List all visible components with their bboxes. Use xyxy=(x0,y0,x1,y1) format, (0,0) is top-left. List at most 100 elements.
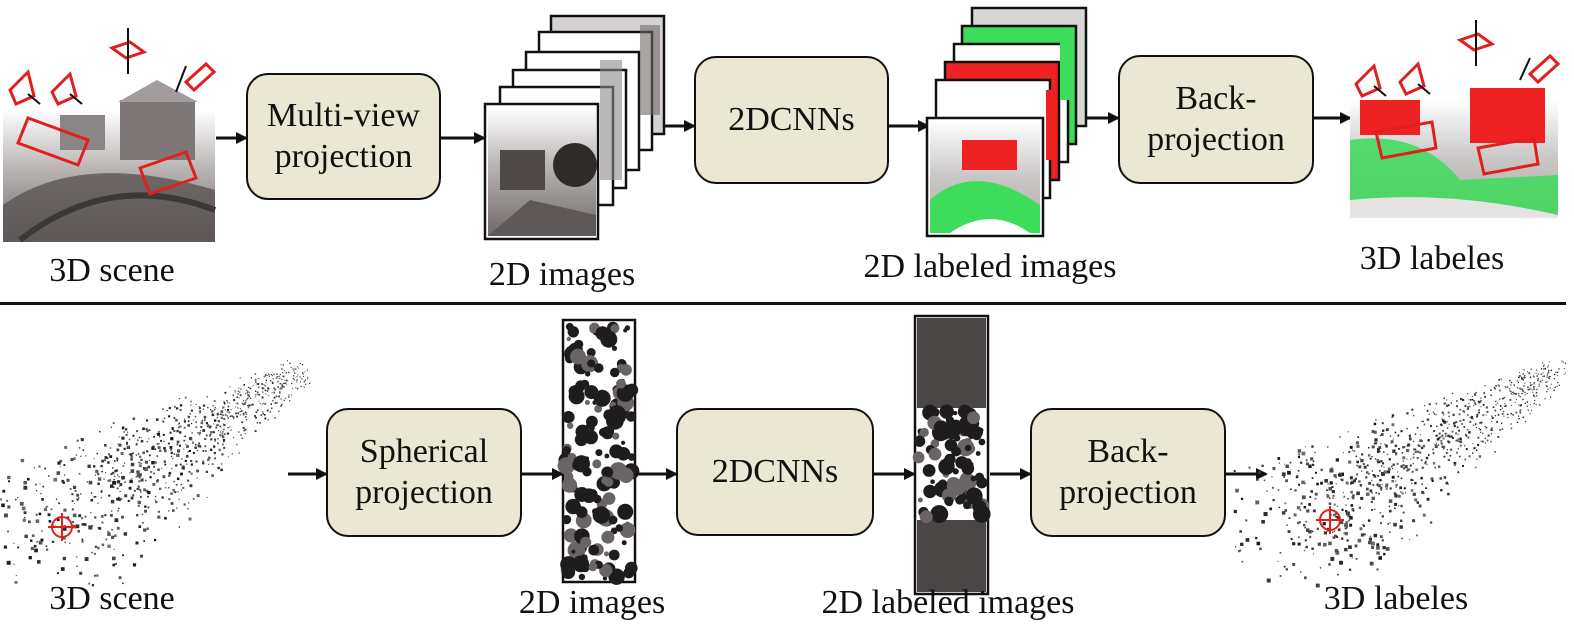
point xyxy=(1345,504,1347,506)
point xyxy=(1312,509,1316,513)
point xyxy=(190,460,193,463)
point xyxy=(1478,401,1481,404)
point xyxy=(1410,458,1412,460)
point xyxy=(176,407,179,410)
point xyxy=(30,539,33,542)
point xyxy=(121,427,125,430)
point xyxy=(1513,392,1515,395)
point xyxy=(1507,416,1509,419)
point xyxy=(1350,480,1355,484)
point xyxy=(1388,499,1393,503)
point xyxy=(224,414,227,416)
point xyxy=(1474,394,1477,396)
point xyxy=(110,514,113,517)
texture-blob xyxy=(620,514,625,519)
point xyxy=(1400,465,1403,468)
point xyxy=(1535,395,1538,397)
point xyxy=(171,468,173,470)
point xyxy=(1465,433,1467,436)
point xyxy=(1400,491,1402,493)
point xyxy=(1287,530,1291,533)
point xyxy=(1554,374,1556,376)
point xyxy=(198,444,201,448)
point xyxy=(1548,377,1550,380)
point xyxy=(86,481,88,483)
point xyxy=(64,445,68,449)
point xyxy=(1371,479,1373,481)
point xyxy=(1316,482,1319,486)
point xyxy=(272,399,274,402)
point xyxy=(1504,397,1506,399)
point xyxy=(72,485,77,489)
point xyxy=(1535,392,1538,394)
point xyxy=(1352,494,1355,497)
point xyxy=(1351,449,1354,452)
point xyxy=(72,521,74,523)
texture-blob xyxy=(949,419,963,433)
point xyxy=(223,401,226,403)
point xyxy=(1426,463,1428,466)
point xyxy=(93,552,96,555)
point xyxy=(224,391,227,394)
point xyxy=(277,381,279,383)
point xyxy=(71,508,74,511)
point xyxy=(1529,372,1531,374)
point xyxy=(1401,492,1404,495)
point xyxy=(1331,490,1335,494)
point xyxy=(1387,523,1390,525)
point xyxy=(114,470,117,473)
back-projection-box-bottom: Back- projection xyxy=(1030,408,1226,537)
point xyxy=(131,478,133,480)
point xyxy=(1499,398,1501,400)
point xyxy=(108,453,110,456)
point xyxy=(39,483,41,485)
point xyxy=(1335,515,1338,518)
point xyxy=(303,381,305,383)
point xyxy=(1421,491,1425,494)
point xyxy=(250,397,252,399)
point xyxy=(248,395,250,398)
point xyxy=(1504,405,1506,408)
point xyxy=(1407,449,1410,451)
point xyxy=(278,395,280,397)
point xyxy=(1389,435,1392,437)
point xyxy=(1538,385,1540,387)
point xyxy=(14,581,18,584)
point xyxy=(1341,478,1344,482)
point xyxy=(210,409,212,411)
point xyxy=(1303,549,1306,552)
point xyxy=(301,364,304,366)
point xyxy=(157,446,160,449)
point xyxy=(1520,388,1522,390)
point xyxy=(173,429,176,433)
point xyxy=(1241,560,1244,563)
point xyxy=(279,388,281,390)
point xyxy=(1284,502,1287,505)
point xyxy=(136,474,140,477)
point xyxy=(202,429,206,432)
point xyxy=(1522,373,1524,375)
point xyxy=(258,378,260,380)
point xyxy=(283,399,285,402)
point xyxy=(162,420,165,423)
point xyxy=(232,394,234,396)
point xyxy=(1495,400,1497,403)
spherical-projection-box: Spherical projection xyxy=(326,408,522,537)
point xyxy=(19,501,24,506)
point xyxy=(1517,415,1520,417)
texture-blob xyxy=(627,453,636,461)
point xyxy=(1303,524,1306,527)
texture-blob xyxy=(571,549,576,554)
point xyxy=(1483,392,1485,394)
point xyxy=(78,447,81,449)
point xyxy=(1426,410,1429,412)
texture-blob xyxy=(930,479,935,485)
point xyxy=(123,431,125,433)
point xyxy=(1295,475,1299,479)
point xyxy=(1382,429,1385,432)
point xyxy=(1528,371,1530,373)
point xyxy=(202,404,206,407)
point xyxy=(256,409,259,411)
texture-blob xyxy=(944,496,954,506)
point xyxy=(1468,455,1471,458)
